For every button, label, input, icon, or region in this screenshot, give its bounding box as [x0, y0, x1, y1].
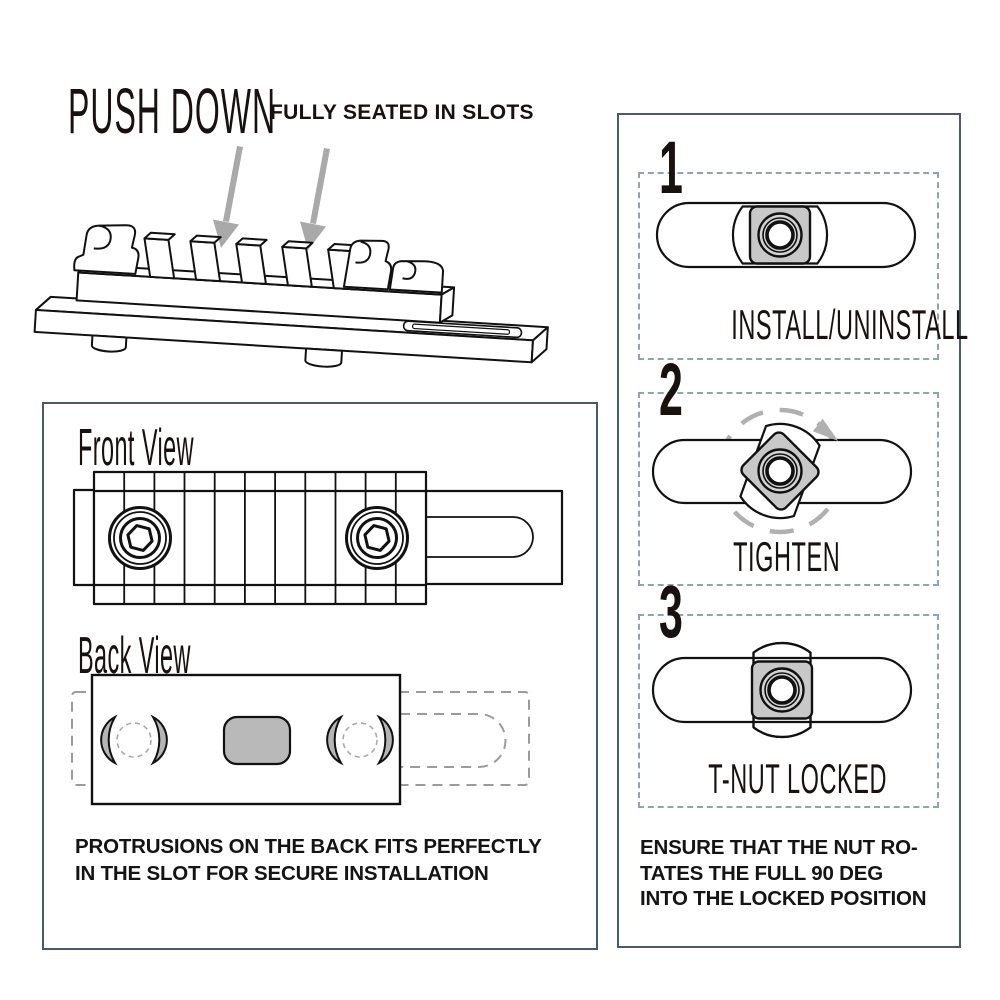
crescent-protrusions	[100, 714, 168, 766]
left-caption: PROTRUSIONS ON THE BACK FITS PERFECTLY I…	[75, 834, 542, 887]
step3-box	[638, 614, 939, 808]
rotate-arrowhead-icon	[812, 418, 839, 442]
t-nut	[739, 422, 821, 520]
step2-box	[638, 392, 939, 586]
push-down-title: PUSH DOWN	[68, 75, 277, 147]
step1-label-wrap: INSTALL/UNINSTALL	[731, 301, 969, 348]
step1-number: 1	[659, 126, 683, 209]
left-caption-line2: IN THE SLOT FOR SECURE INSTALLATION	[75, 861, 489, 885]
crescent-protrusions	[326, 714, 394, 766]
slot-tnut-locked-illustration	[651, 641, 913, 739]
steps-panel: 1 INSTALL/UNINSTALL 2	[617, 113, 969, 948]
right-caption-line3: INTO THE LOCKED POSITION	[640, 887, 927, 910]
step3-number: 3	[659, 570, 683, 653]
step3-label-wrap: T-NUT LOCKED	[708, 755, 888, 802]
views-panel: Front View	[42, 402, 598, 950]
right-caption-line1: ENSURE THAT THE NUT RO-	[640, 836, 918, 859]
front-view-drawing	[72, 470, 564, 606]
t-nut	[731, 205, 829, 265]
step2-label-wrap: TIGHTEN	[732, 533, 841, 580]
left-caption-line1: PROTRUSIONS ON THE BACK FITS PERFECTLY	[75, 835, 542, 858]
right-caption-line2: TATES THE FULL 90 DEG	[640, 861, 883, 885]
center-protrusion	[222, 715, 292, 766]
step2-number: 2	[659, 348, 683, 431]
push-down-arrow-icon	[213, 146, 330, 250]
front-view-heading: Front View	[78, 419, 194, 477]
rail-3d-lineart	[33, 224, 549, 368]
slot-tnut-tighten-illustration	[651, 407, 913, 535]
slot-tnut-install-illustration	[655, 201, 917, 269]
page-title: PUSH DOWN	[68, 74, 484, 148]
step1-box	[638, 172, 939, 360]
right-caption: ENSURE THAT THE NUT RO- TATES THE FULL 9…	[640, 835, 927, 912]
hex-screw-icon	[345, 506, 409, 570]
back-view-drawing	[71, 673, 530, 806]
hex-screw-icon	[108, 506, 172, 570]
rail-3d-illustration	[33, 146, 549, 368]
page-subtitle: FULLY SEATED IN SLOTS	[270, 101, 534, 124]
